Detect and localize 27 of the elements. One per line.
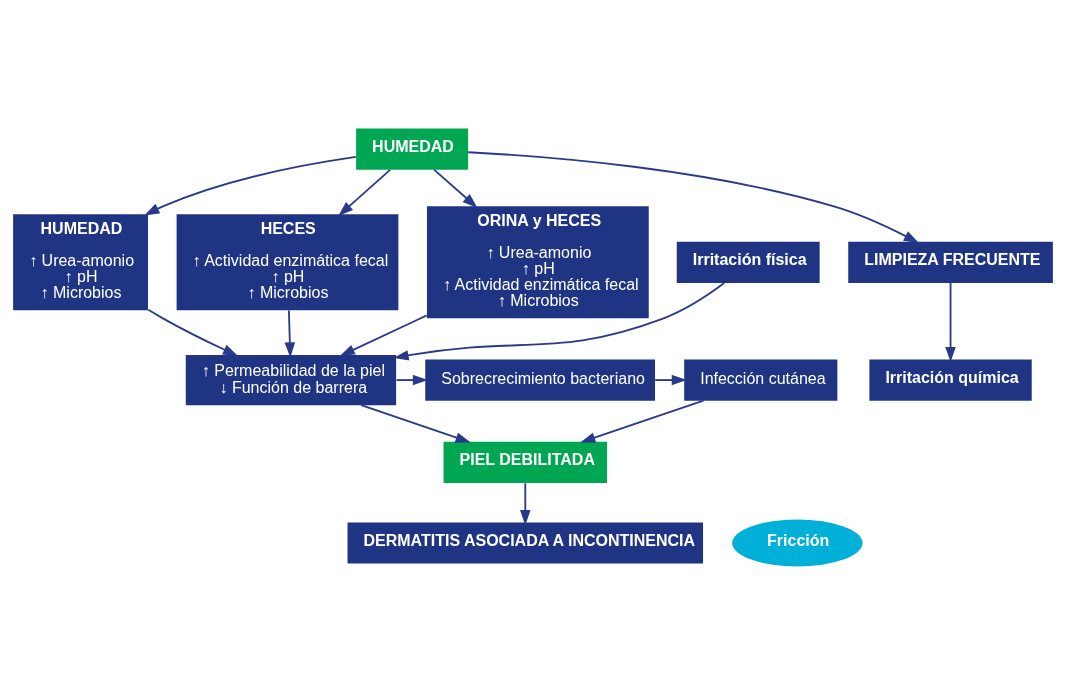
node-box: LIMPIEZA FRECUENTE — [848, 241, 1053, 283]
arrow — [654, 374, 687, 385]
node-box: ORINA y HECES ↑ Urea-amonio ↑ pH ↑ Actividad enzimática fecal ↑ Microbios — [426, 205, 649, 318]
node-box: DERMATITIS ASOCIADA A INCONTINENCIA — [347, 521, 704, 564]
arrow — [284, 309, 296, 358]
arrow — [360, 403, 471, 443]
node-box: Irritación física — [676, 241, 820, 283]
arrow — [467, 150, 919, 243]
arrow — [580, 399, 705, 443]
arrow — [147, 308, 239, 356]
arrow — [144, 155, 357, 215]
arrow — [338, 168, 392, 216]
arrow — [945, 281, 956, 362]
arrow — [395, 374, 428, 385]
arrow — [339, 314, 428, 356]
node-ellipse: Fricción — [732, 519, 863, 566]
node-box: Sobrecrecimiento bacteriano — [425, 359, 656, 401]
arrow — [433, 168, 478, 208]
node-box: Infección cutánea — [684, 359, 838, 401]
node-box: HUMEDAD ↑ Urea-amonio ↑ pH ↑ Microbios — [13, 213, 149, 310]
node-box: HECES ↑ Actividad enzimática fecal ↑ pH ↑ Microbios — [176, 213, 399, 310]
arrow — [393, 281, 726, 361]
arrow — [520, 481, 531, 525]
node-box: Irritación química — [869, 359, 1032, 401]
node-box: HUMEDAD — [356, 128, 469, 170]
node-box: ↑ Permeabilidad de la piel ↓ Función de barrera — [185, 354, 397, 405]
node-box: PIEL DEBILITADA — [443, 441, 607, 483]
